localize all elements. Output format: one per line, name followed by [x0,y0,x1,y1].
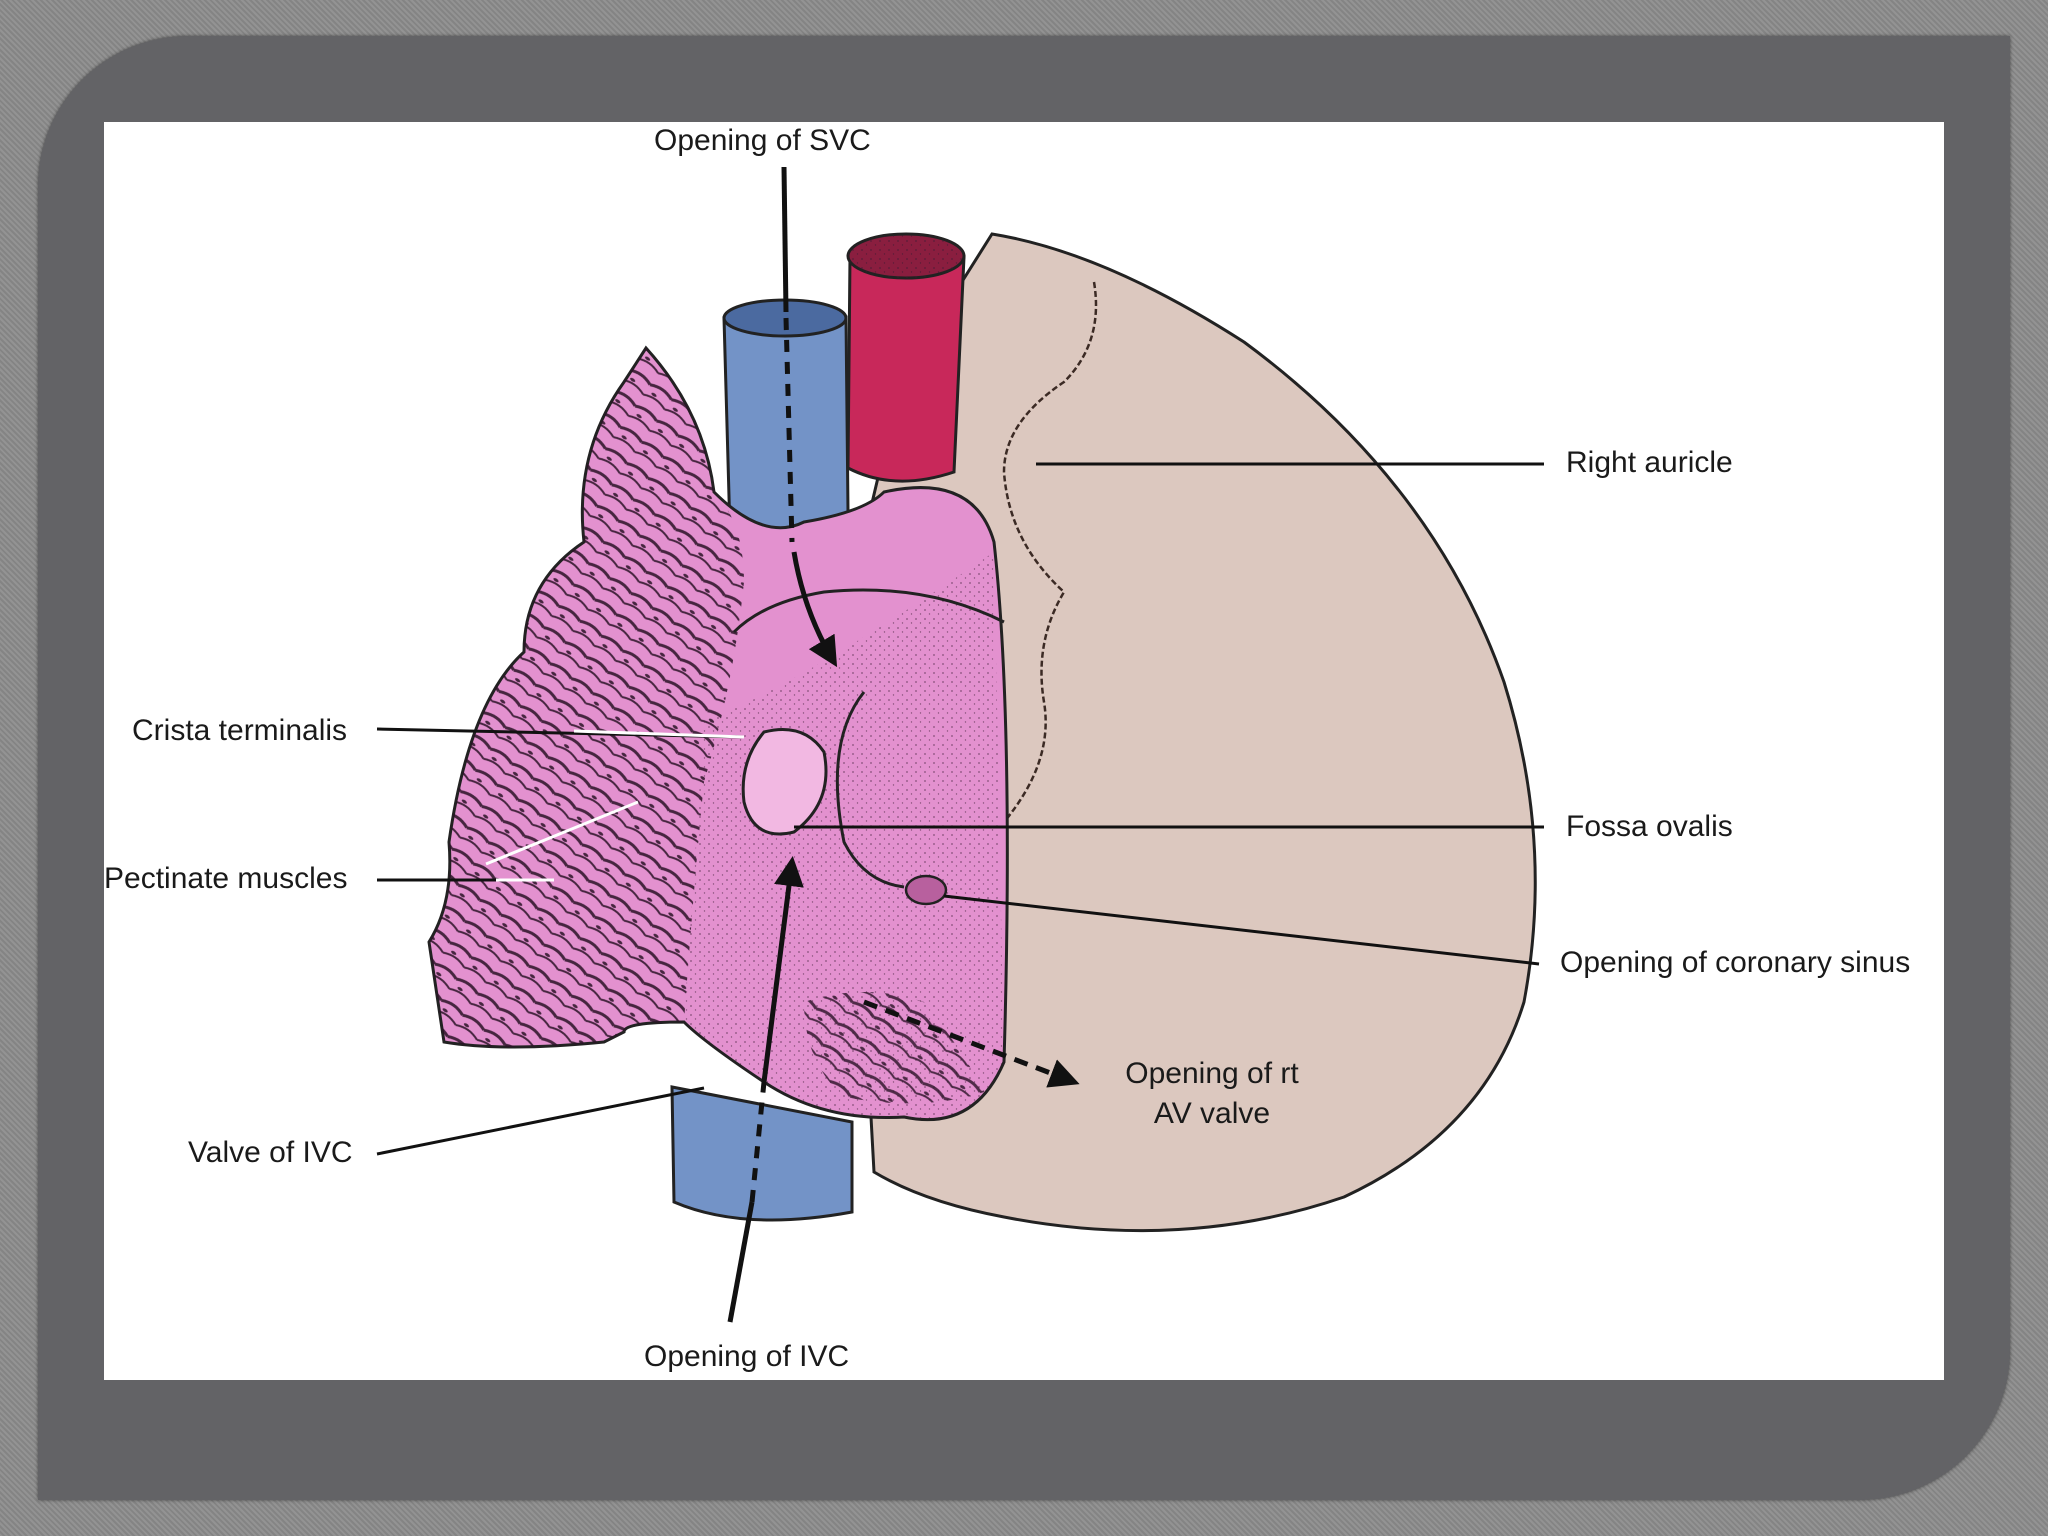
ivc-valve-leader [376,1086,705,1156]
svc-flow-dashed [783,317,795,543]
av-valve-flow-arrow [863,999,1080,1088]
atrial-lower-trabeculae [804,992,984,1104]
svc-opening-label: Opening of SVC [654,124,871,157]
crista-terminalis-label: Crista terminalis [132,714,348,747]
heart-right-atrium-illustration [376,166,1544,1323]
ivc-valve-label: Valve of IVC [188,1136,353,1169]
ivc-vessel [670,1085,854,1222]
coronary-sinus-leader [943,894,1540,966]
fossa-ovalis-shape [741,728,828,836]
right-auricle-label: Right auricle [1566,446,1733,479]
crista-terminalis-ridge [732,588,1005,634]
pectinate-muscles-leader-white-2 [485,800,639,866]
svc-leader-line [781,166,789,313]
ivc-flow-arrow [761,856,804,1083]
anatomy-figure: Opening of SVC Right auricle Crista term… [104,122,1944,1380]
aorta-vessel [846,254,966,483]
pectinate-muscles-label: Pectinate muscles [104,862,348,895]
fossa-ovalis-label: Fossa ovalis [1566,810,1733,843]
ivc-leader-line [727,1201,755,1323]
coronary-sinus-shape [904,874,948,906]
rt-av-valve-label: Opening of rt AV valve [1125,1057,1299,1130]
crista-terminalis-leader-white [573,729,745,739]
coronary-sinus-label: Opening of coronary sinus [1560,946,1911,979]
ivc-opening-label: Opening of IVC [644,1340,850,1373]
svc-flow-arrow [791,551,838,668]
heart-body [842,232,1537,1233]
